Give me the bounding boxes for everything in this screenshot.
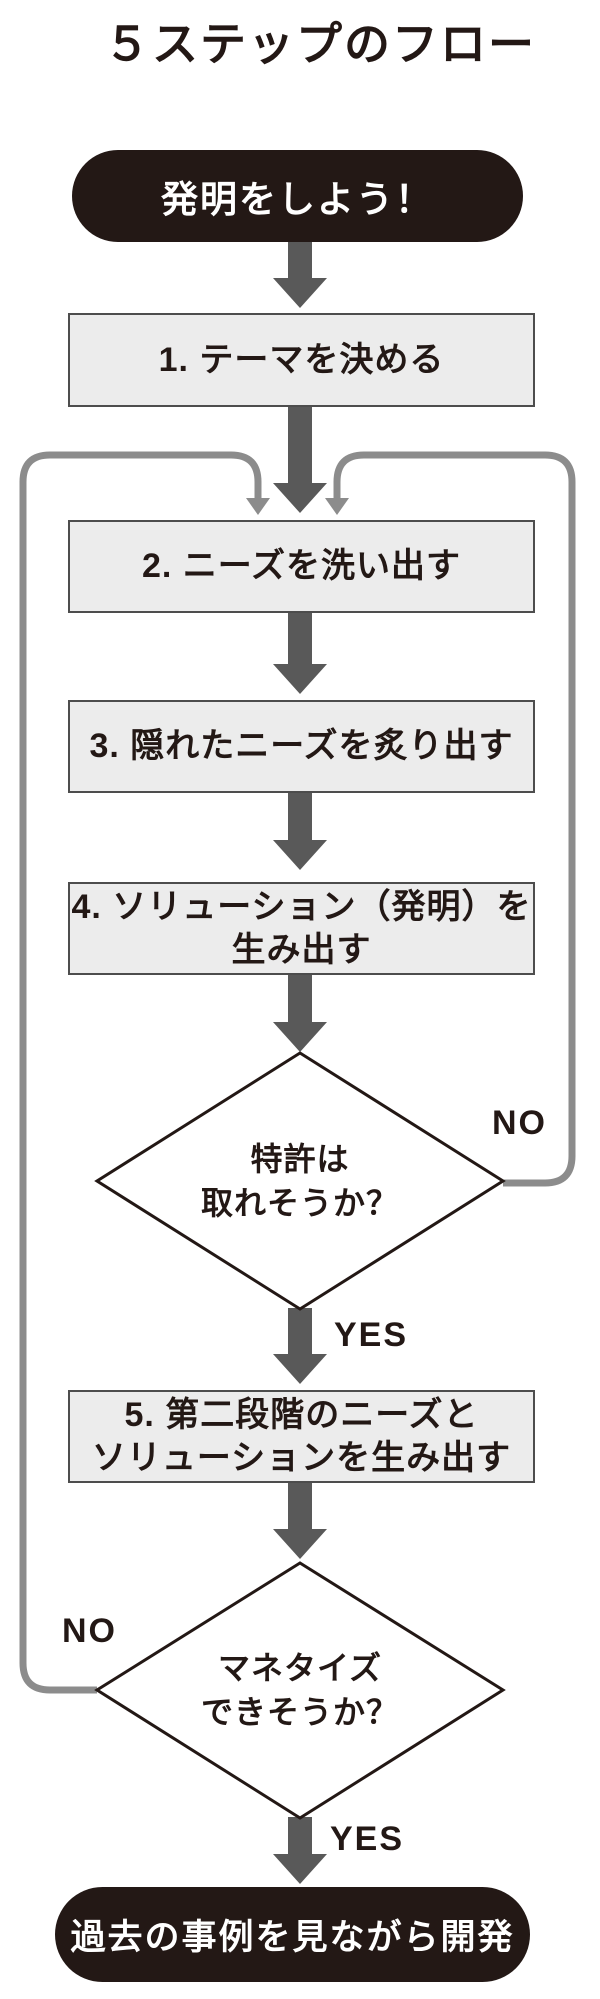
flow-arrow-step5-to-decision2: [273, 1483, 327, 1559]
decision-1-label-line1: 特許は: [250, 1141, 350, 1177]
flow-arrow-decision1-to-step5: [273, 1308, 327, 1384]
decision-2-no-label: NO: [62, 1612, 117, 1650]
step-node-4: 4. ソリューション（発明）を 生み出す: [68, 882, 535, 975]
step-node-2: 2. ニーズを洗い出す: [68, 520, 535, 613]
start-node-label: 発明をしよう！: [161, 179, 434, 220]
step-3-label: 3. 隠れたニーズを炙り出す: [89, 727, 514, 765]
start-node: 発明をしよう！: [72, 150, 523, 242]
step-node-3: 3. 隠れたニーズを炙り出す: [68, 700, 535, 793]
step-5-label-line2: ソリューションを生み出す: [91, 1438, 512, 1477]
decision-2-yes-label: YES: [330, 1820, 405, 1858]
step-2-label: 2. ニーズを洗い出す: [141, 547, 462, 585]
decision-diamond-1-shape: [94, 1051, 506, 1311]
step-1-label: 1. テーマを決める: [158, 340, 445, 379]
flow-arrow-step2-to-step3: [273, 613, 327, 694]
flow-arrow-start-to-step1: [273, 242, 327, 308]
step-4-label-line1: 4. ソリューション（発明）を: [71, 887, 532, 926]
decision-1-yes-label: YES: [334, 1316, 409, 1354]
decision-2-label-line1: マネタイズ: [217, 1650, 383, 1686]
end-node-label: 過去の事例を見ながら開発: [70, 1918, 515, 1957]
no-loop-left-line: [19, 451, 262, 1694]
flow-arrow-step1-to-step2: [273, 407, 327, 513]
end-node: 過去の事例を見ながら開発: [55, 1887, 530, 1982]
decision-2-label: マネタイズ できそうか？: [150, 1646, 450, 1734]
decision-1-no-label: NO: [492, 1104, 547, 1142]
step-node-5: 5. 第二段階のニーズと ソリューションを生み出す: [68, 1390, 535, 1483]
decision-2-label-line2: できそうか？: [200, 1694, 399, 1730]
decision-1-label: 特許は 取れそうか？: [150, 1137, 450, 1225]
decision-diamond-2-shape: [94, 1561, 506, 1820]
step-4-label-line2: 生み出す: [231, 930, 372, 969]
step-node-1: 1. テーマを決める: [68, 313, 535, 407]
page-title: ５ステップのフロー: [104, 18, 536, 70]
decision-1-label-line2: 取れそうか？: [200, 1185, 399, 1221]
flow-arrow-step4-to-decision1: [273, 975, 327, 1052]
loop-arrowhead-left: [246, 498, 270, 515]
flow-arrow-decision2-to-end: [273, 1817, 327, 1884]
step-5-label-line1: 5. 第二段階のニーズと: [124, 1395, 479, 1434]
flow-arrow-step3-to-step4: [273, 793, 327, 870]
no-loop-right-line: [333, 451, 576, 1187]
loop-arrowhead-right: [325, 498, 349, 515]
